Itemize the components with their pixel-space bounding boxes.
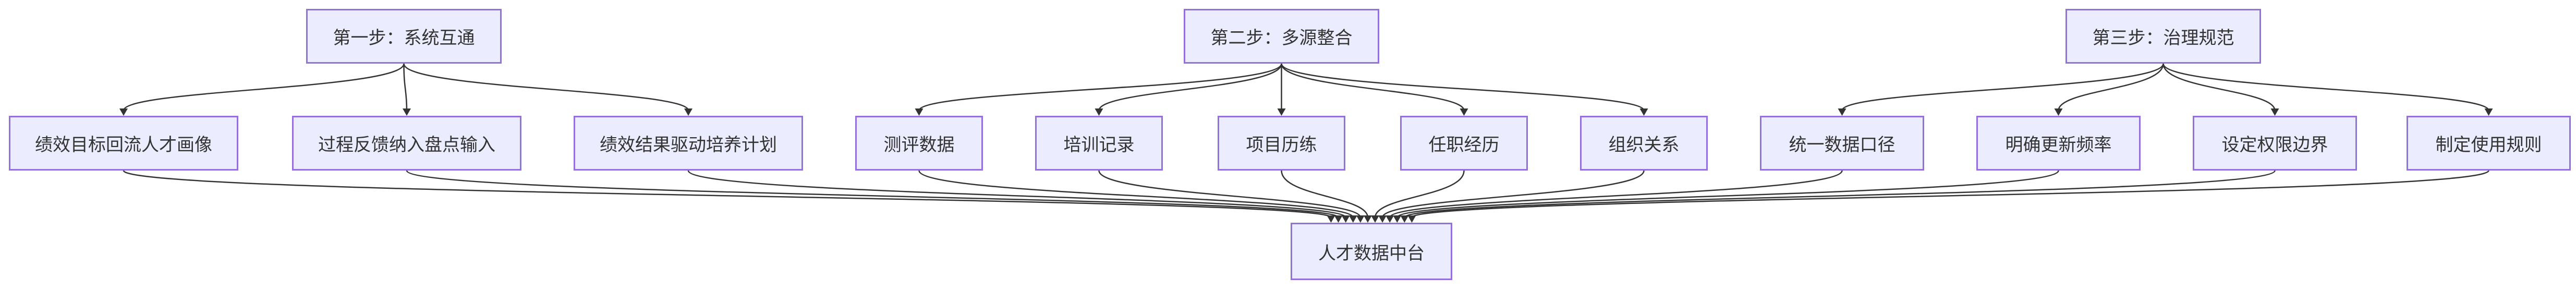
node-a3[interactable]: 绩效结果驱动培养计划 bbox=[574, 116, 803, 171]
node-hub-label: 人才数据中台 bbox=[1318, 243, 1425, 264]
arrowhead-step2-to-b5 bbox=[1639, 108, 1648, 116]
node-c2-label: 明确更新频率 bbox=[2005, 135, 2112, 155]
node-step3-label: 第三步：治理规范 bbox=[2092, 28, 2234, 49]
arrowhead-step1-to-a2 bbox=[403, 108, 411, 116]
edge-step2-to-b5 bbox=[1281, 63, 1645, 111]
edge-step2-to-b1 bbox=[918, 63, 1282, 111]
node-c2[interactable]: 明确更新频率 bbox=[1976, 116, 2141, 171]
arrowhead-b1-to-hub bbox=[1348, 215, 1357, 223]
edge-a3-to-hub bbox=[687, 170, 1346, 219]
edge-step1-to-a1 bbox=[123, 63, 405, 111]
node-c3[interactable]: 设定权限边界 bbox=[2193, 116, 2357, 171]
node-step2-label: 第二步：多源整合 bbox=[1210, 28, 1353, 49]
edge-c1-to-hub bbox=[1389, 170, 1843, 218]
node-a1[interactable]: 绩效目标回流人才画像 bbox=[9, 116, 238, 171]
arrowhead-b5-to-hub bbox=[1378, 215, 1387, 223]
node-b2-label: 培训记录 bbox=[1063, 135, 1135, 155]
node-c4-label: 制定使用规则 bbox=[2435, 135, 2542, 155]
arrowhead-c4-to-hub bbox=[1407, 215, 1416, 223]
edge-step1-to-a2 bbox=[403, 63, 408, 111]
node-b1-label: 测评数据 bbox=[883, 135, 955, 155]
node-b1[interactable]: 测评数据 bbox=[855, 116, 983, 171]
edge-c2-to-hub bbox=[1396, 170, 2059, 219]
node-a3-label: 绩效结果驱动培养计划 bbox=[600, 135, 777, 155]
edge-step3-to-c4 bbox=[2162, 63, 2489, 111]
edge-step3-to-c1 bbox=[1841, 63, 2164, 111]
edge-a2-to-hub bbox=[406, 170, 1339, 219]
edge-step1-to-a3 bbox=[403, 63, 689, 111]
arrowhead-step3-to-c1 bbox=[1838, 108, 1846, 116]
edge-step2-to-b2 bbox=[1098, 63, 1282, 111]
edge-b4-to-hub bbox=[1374, 170, 1465, 218]
node-hub[interactable]: 人才数据中台 bbox=[1291, 223, 1452, 280]
node-a2-label: 过程反馈纳入盘点输入 bbox=[318, 135, 495, 155]
node-b4-label: 任职经历 bbox=[1428, 135, 1500, 155]
edge-step3-to-c2 bbox=[2058, 63, 2164, 111]
arrowhead-step3-to-c4 bbox=[2484, 108, 2493, 116]
arrowhead-step1-to-a1 bbox=[119, 108, 128, 116]
edge-c3-to-hub bbox=[1404, 170, 2276, 219]
node-a1-label: 绩效目标回流人才画像 bbox=[35, 135, 212, 155]
edge-a1-to-hub bbox=[123, 170, 1332, 219]
node-c1-label: 统一数据口径 bbox=[1789, 135, 1895, 155]
edge-b5-to-hub bbox=[1381, 170, 1645, 218]
node-b4[interactable]: 任职经历 bbox=[1400, 116, 1528, 171]
arrowhead-step2-to-b2 bbox=[1095, 108, 1103, 116]
arrowhead-b2-to-hub bbox=[1356, 215, 1365, 223]
arrowhead-b4-to-hub bbox=[1371, 215, 1380, 223]
arrowhead-c1-to-hub bbox=[1386, 215, 1394, 223]
node-b3-label: 项目历练 bbox=[1246, 135, 1317, 155]
node-step3[interactable]: 第三步：治理规范 bbox=[2065, 9, 2261, 64]
arrowhead-a3-to-hub bbox=[1341, 215, 1350, 223]
node-b3[interactable]: 项目历练 bbox=[1218, 116, 1345, 171]
arrowhead-step1-to-a3 bbox=[684, 108, 692, 116]
node-step2[interactable]: 第二步：多源整合 bbox=[1184, 9, 1379, 64]
node-c4[interactable]: 制定使用规则 bbox=[2407, 116, 2571, 171]
node-c3-label: 设定权限边界 bbox=[2221, 135, 2328, 155]
arrowhead-step3-to-c2 bbox=[2054, 108, 2063, 116]
edge-step2-to-b4 bbox=[1281, 63, 1465, 111]
arrowhead-step2-to-b3 bbox=[1277, 108, 1286, 116]
node-b5[interactable]: 组织关系 bbox=[1580, 116, 1708, 171]
edge-c4-to-hub bbox=[1411, 170, 2489, 219]
arrowhead-step3-to-c3 bbox=[2270, 108, 2279, 116]
node-step1-label: 第一步：系统互通 bbox=[333, 28, 475, 49]
node-step1[interactable]: 第一步：系统互通 bbox=[306, 9, 502, 64]
arrowhead-b3-to-hub bbox=[1363, 215, 1372, 223]
node-c1[interactable]: 统一数据口径 bbox=[1760, 116, 1924, 171]
arrowhead-a2-to-hub bbox=[1334, 215, 1343, 223]
node-b5-label: 组织关系 bbox=[1608, 135, 1680, 155]
edge-b2-to-hub bbox=[1098, 170, 1362, 218]
arrowhead-c3-to-hub bbox=[1400, 215, 1409, 223]
node-b2[interactable]: 培训记录 bbox=[1035, 116, 1163, 171]
arrowhead-c2-to-hub bbox=[1393, 215, 1402, 223]
arrowhead-a1-to-hub bbox=[1327, 215, 1335, 223]
arrowhead-step2-to-b4 bbox=[1460, 108, 1468, 116]
edge-b3-to-hub bbox=[1281, 170, 1369, 218]
arrowhead-step2-to-b1 bbox=[915, 108, 924, 116]
edge-b1-to-hub bbox=[918, 170, 1354, 218]
node-a2[interactable]: 过程反馈纳入盘点输入 bbox=[292, 116, 521, 171]
edge-step3-to-c3 bbox=[2162, 63, 2276, 111]
